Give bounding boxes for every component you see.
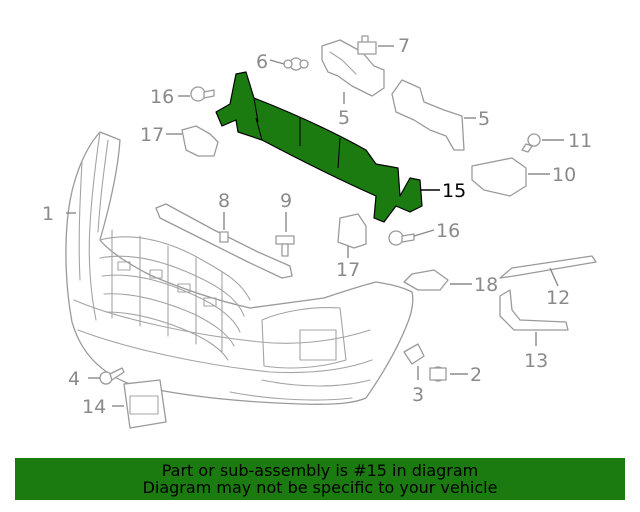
callout-5-right: 5 xyxy=(478,108,490,130)
reinforcement-part-15[interactable] xyxy=(215,71,423,223)
cover-part-3 xyxy=(403,343,425,365)
part-info-banner: Part or sub-assembly is #15 in diagram D… xyxy=(15,458,625,500)
callout-14: 14 xyxy=(82,396,106,418)
clip-part-7 xyxy=(357,35,377,55)
pushpin-part-6 xyxy=(283,57,309,71)
callout-6: 6 xyxy=(256,51,268,73)
bracket-part-17-left xyxy=(181,125,219,157)
bolt-part-16-lower xyxy=(388,230,415,246)
callout-9: 9 xyxy=(280,190,292,212)
callout-16-upper: 16 xyxy=(150,86,174,108)
callout-labels: 1 2 3 4 5 5 6 7 8 9 10 11 12 13 14 15 16… xyxy=(42,35,592,418)
callout-7: 7 xyxy=(398,35,410,57)
callout-16-lower: 16 xyxy=(436,220,460,242)
bracket-part-17-right xyxy=(337,213,367,249)
callout-8: 8 xyxy=(218,190,230,212)
callout-4: 4 xyxy=(68,368,80,390)
bracket-part-18 xyxy=(403,269,449,291)
banner-line-1: Part or sub-assembly is #15 in diagram xyxy=(161,461,479,480)
callout-1: 1 xyxy=(42,203,54,225)
moulding-part-12 xyxy=(499,255,597,279)
screw-part-11 xyxy=(521,133,541,153)
callout-17-left: 17 xyxy=(140,124,164,146)
callout-15[interactable]: 15 xyxy=(442,180,466,202)
clip-part-2 xyxy=(429,366,447,382)
callout-17-right: 17 xyxy=(336,259,360,281)
callout-5-upper: 5 xyxy=(338,107,350,129)
leader-lines xyxy=(66,45,564,407)
bolt-part-9 xyxy=(275,235,295,257)
bracket-part-5-right xyxy=(391,79,465,151)
callout-12: 12 xyxy=(546,287,570,309)
callout-10: 10 xyxy=(552,164,576,186)
bumper-parts-diagram: 1 2 3 4 5 5 6 7 8 9 10 11 12 13 14 15 16… xyxy=(42,35,597,429)
callout-18: 18 xyxy=(474,274,498,296)
moulding-part-13 xyxy=(499,289,569,331)
callout-2: 2 xyxy=(470,364,482,386)
callout-13: 13 xyxy=(524,350,548,372)
bolt-part-16-upper xyxy=(190,86,215,102)
bracket-part-10 xyxy=(471,157,527,197)
bumper-cover-part xyxy=(65,131,414,405)
housing-part-14 xyxy=(123,379,167,429)
banner-line-2: Diagram may not be specific to your vehi… xyxy=(142,478,498,497)
callout-11: 11 xyxy=(568,130,592,152)
callout-3: 3 xyxy=(412,384,424,406)
mount-part-8 xyxy=(155,203,293,279)
